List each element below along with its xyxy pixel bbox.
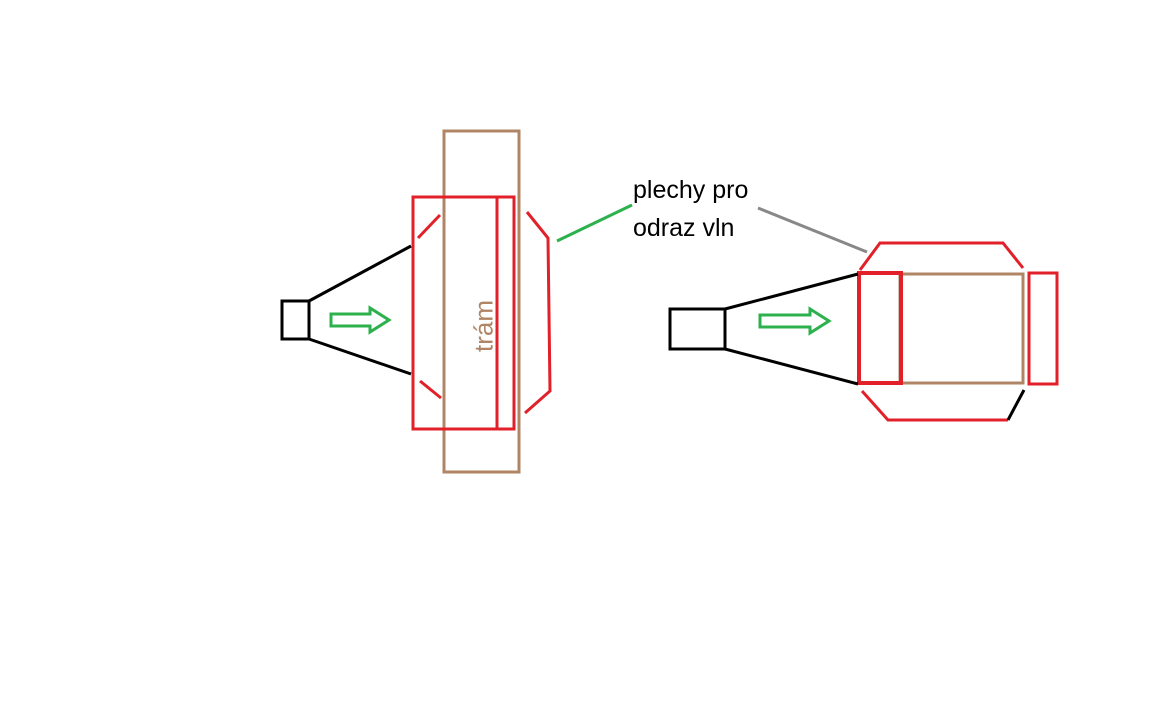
speaker-box-right [668, 307, 727, 351]
sheet-block-right-front [857, 271, 903, 385]
reflector-bottom-right [860, 389, 1008, 422]
annotation-label: plechy pro odraz vln [633, 171, 748, 247]
reflector-outer-left [524, 211, 552, 415]
speaker-horn-bottom-right [724, 347, 859, 386]
speaker-horn-top-left [308, 244, 412, 303]
leader-line-left [556, 203, 633, 243]
reflector-bottom-left [419, 379, 442, 400]
reflector-bottom-right-black [1006, 389, 1026, 421]
reflector-top-left [416, 213, 442, 240]
speaker-box-left [280, 299, 311, 341]
leader-line-right [757, 206, 868, 254]
sheet-block-right-back [1027, 271, 1059, 386]
left-diagram [280, 129, 552, 474]
right-diagram [668, 241, 1059, 422]
beam-left [442, 129, 521, 474]
annotation-line-2: odraz vln [633, 214, 735, 242]
arrow-icon-left [329, 305, 392, 335]
arrow-icon-right [758, 306, 832, 336]
speaker-horn-top-right [724, 272, 859, 311]
speaker-horn-bottom-left [308, 337, 412, 376]
beam-right [898, 272, 1025, 385]
sheet-frame-left [411, 195, 516, 431]
beam-label: trám [468, 300, 499, 352]
reflector-top-right [858, 241, 1025, 271]
annotation-line-1: plechy pro [633, 176, 749, 204]
